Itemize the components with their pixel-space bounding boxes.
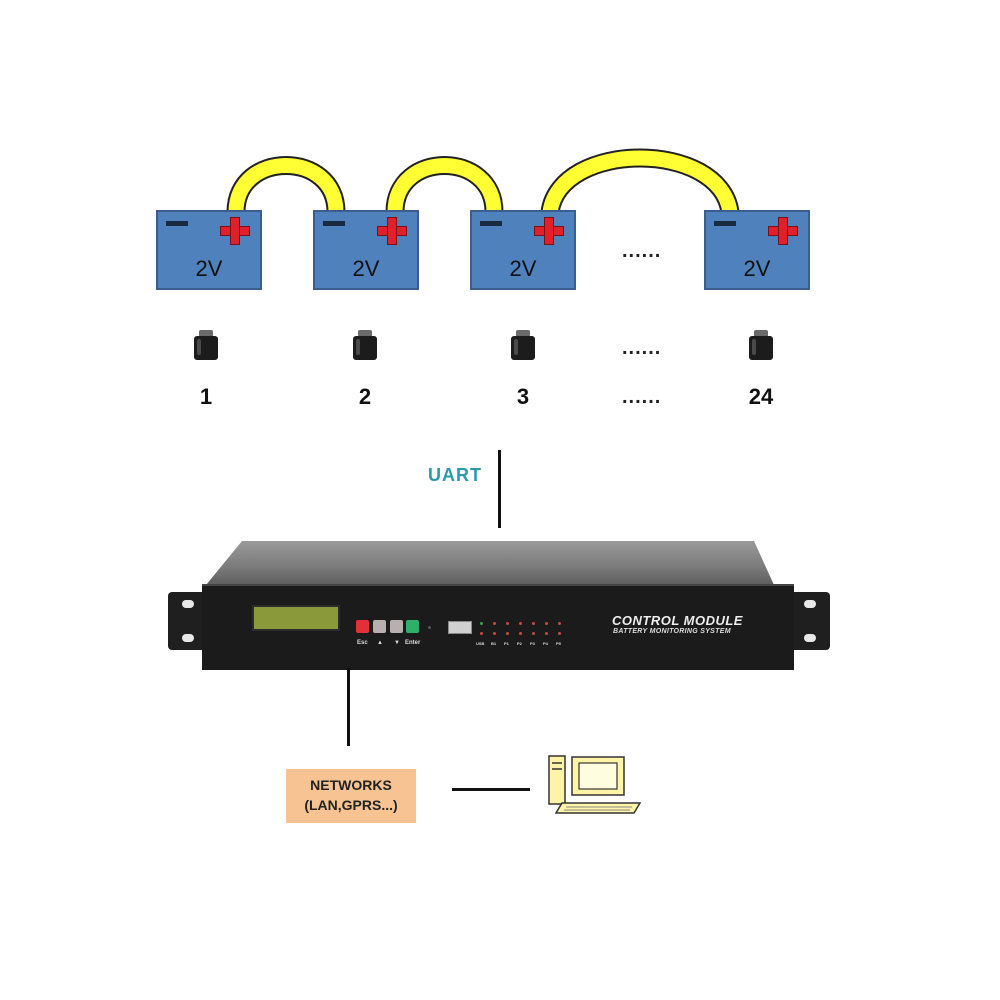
sensor-number: 3 (516, 384, 530, 409)
esc-button[interactable] (356, 620, 369, 633)
usb-port[interactable] (448, 621, 472, 634)
sensor-module-icon (350, 330, 380, 362)
sensor-module-icon (191, 330, 221, 362)
esc-button-label: Esc (357, 640, 368, 646)
battery-2: 2V (313, 210, 419, 290)
control-module-subtitle: BATTERY MONITORING SYSTEM (613, 628, 731, 635)
network-box: NETWORKS (LAN,GPRS...) (286, 769, 416, 823)
led-label: B1 (491, 641, 497, 646)
number-ellipsis: ...... (622, 386, 662, 408)
led-label: USB (476, 641, 485, 646)
battery-voltage-label: 2V (195, 256, 223, 281)
led-label: P5 (556, 641, 561, 646)
control-module-title: CONTROL MODULE (612, 613, 743, 628)
uart-line (498, 450, 501, 528)
led-label: P2 (517, 641, 522, 646)
led-label: P1 (504, 641, 509, 646)
battery-cables (226, 148, 740, 215)
minus-terminal-icon (714, 221, 736, 226)
uart-label: UART (428, 465, 482, 485)
battery-voltage-label: 2V (352, 256, 380, 281)
down-button-label: ▼ (394, 640, 400, 646)
battery-1: 2V (156, 210, 262, 290)
led-label: P4 (543, 641, 548, 646)
battery-ellipsis: ...... (622, 240, 662, 262)
network-label-line2: (LAN,GPRS...) (304, 797, 398, 813)
led-label: P3 (530, 641, 535, 646)
sensor-module-icon (746, 330, 776, 362)
battery-voltage-label: 2V (509, 256, 537, 281)
battery-24: 2V (704, 210, 810, 290)
battery-voltage-label: 2V (743, 256, 771, 281)
minus-terminal-icon (323, 221, 345, 226)
down-button[interactable] (390, 620, 403, 633)
lcd-display (252, 605, 340, 631)
minus-terminal-icon (166, 221, 188, 226)
up-button[interactable] (373, 620, 386, 633)
sensor-number: 1 (199, 384, 213, 409)
sensor-number: 24 (748, 384, 774, 409)
minus-terminal-icon (480, 221, 502, 226)
sensor-module-icon (508, 330, 538, 362)
rack-ear-left (168, 592, 208, 650)
enter-button-label: Enter (405, 640, 421, 646)
control-module-top (206, 541, 774, 585)
network-line-vertical (347, 668, 350, 746)
network-line-horizontal (452, 788, 530, 791)
enter-button[interactable] (406, 620, 419, 633)
up-button-label: ▲ (377, 640, 383, 646)
power-led (428, 626, 431, 629)
sensor-ellipsis: ...... (622, 337, 662, 359)
computer-icon (548, 755, 642, 814)
battery-3: 2V (470, 210, 576, 290)
sensor-number: 2 (358, 384, 372, 409)
network-label-line1: NETWORKS (310, 777, 392, 793)
rack-ear-right (790, 592, 830, 650)
